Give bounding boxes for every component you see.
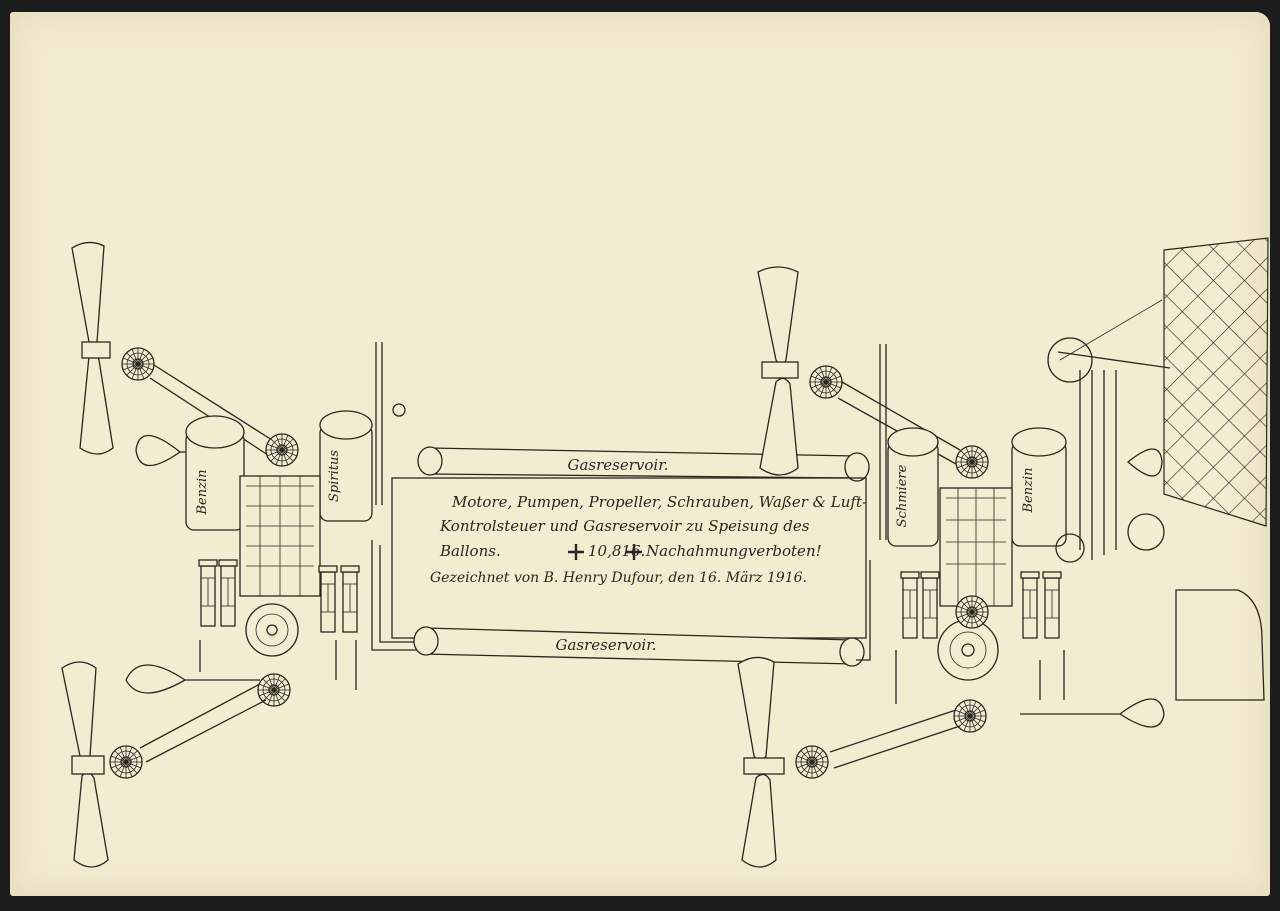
caption-number: 10,816. xyxy=(588,542,645,560)
left-tank-b-label: Spiritus xyxy=(327,450,342,502)
caption-line-1: Motore, Pumpen, Propeller, Schrauben, Wa… xyxy=(451,493,867,511)
left-bottom-propeller-lower-blade xyxy=(73,771,109,868)
cross-symbol-2 xyxy=(626,544,642,560)
cross-symbol-1 xyxy=(568,544,584,560)
left-top-propeller-lower-blade xyxy=(79,353,114,455)
top-reservoir-label: Gasreservoir. xyxy=(567,456,668,474)
caption-signature: Gezeichnet von B. Henry Dufour, den 16. … xyxy=(430,570,807,586)
bottom-gas-reservoir xyxy=(413,626,865,667)
left-top-propeller-upper-blade xyxy=(71,241,105,348)
caption-line-3: Ballons. xyxy=(439,542,501,560)
caption-line-3b: Nachahmungverboten! xyxy=(645,542,822,560)
right-tank-a-label: Schmiere xyxy=(895,464,910,527)
right-tank-b-label: Benzin xyxy=(1021,468,1036,514)
left-tank-a-label: Benzin xyxy=(195,470,210,516)
caption-line-2: Kontrolsteuer und Gasreservoir zu Speisu… xyxy=(439,517,810,535)
left-engine-assembly xyxy=(61,241,432,868)
bottom-reservoir-label: Gasreservoir. xyxy=(555,636,656,654)
left-bottom-propeller-upper-blade xyxy=(61,661,97,762)
right-engine-assembly xyxy=(737,237,1269,868)
